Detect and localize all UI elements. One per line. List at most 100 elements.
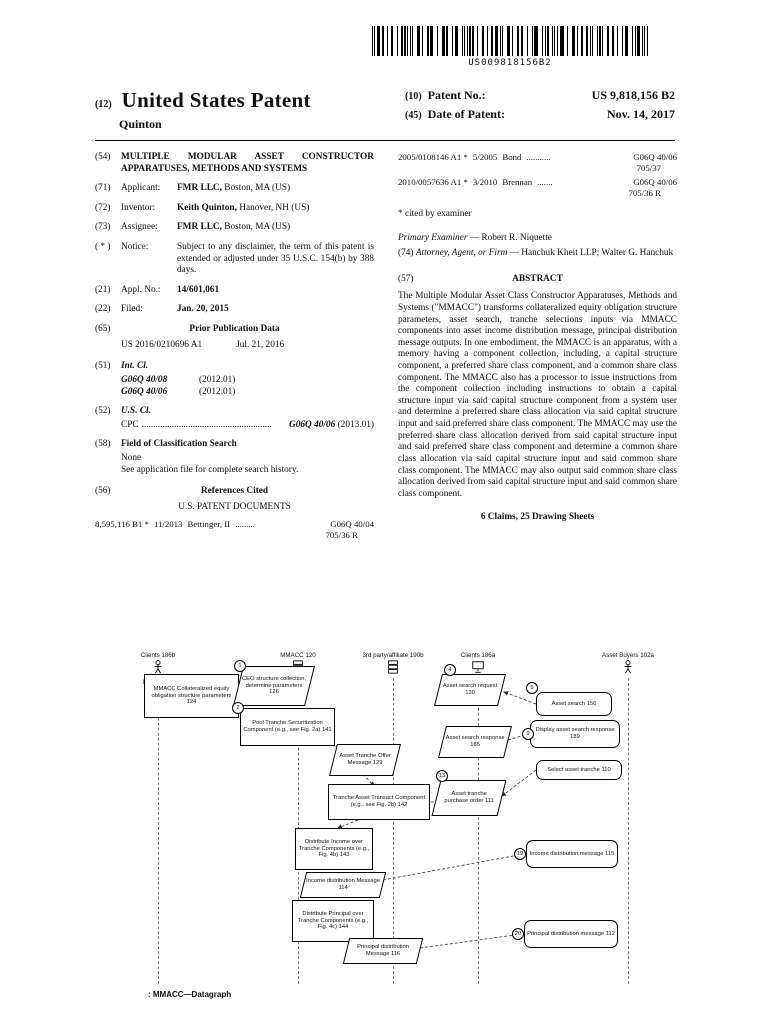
field-52-us-cl: (52) U.S. Cl. CPC ......................… xyxy=(95,406,374,431)
int-cl-heading: Int. Cl. xyxy=(121,361,149,372)
node-ceo-structure-params: MMACC Collateralized equity obligation s… xyxy=(144,674,239,718)
ref-name: Brennan xyxy=(502,176,533,187)
attorney-value: — Hanchuk Kheit LLP; Walter G. Hanchuk xyxy=(509,248,674,259)
prior-pub-heading-row: (65) Prior Publication Data xyxy=(95,324,374,336)
patent-no-value: US 9,818,156 B2 xyxy=(591,88,675,102)
int-cl-heading-row: (51) Int. Cl. xyxy=(95,361,374,373)
attorney-row: (74) Attorney, Agent, or Firm — Hanchuk … xyxy=(398,248,677,260)
cpc-class: G06Q 40/06 xyxy=(289,419,336,430)
person-icon xyxy=(154,660,162,674)
ref-dots: ......... xyxy=(235,519,255,530)
ref-class: G06Q 40/04 xyxy=(330,519,374,530)
header-right: (10) Patent No.: US 9,818,156 B2 (45) Da… xyxy=(405,88,675,132)
ref-class: G06Q 40/06 xyxy=(633,176,677,187)
us-cl-heading: U.S. Cl. xyxy=(121,406,151,417)
examiner-label: Primary Examiner xyxy=(398,232,468,243)
left-column: (54) MULTIPLE MODULAR ASSET CONSTRUCTOR … xyxy=(95,152,374,646)
search-heading: Field of Classification Search xyxy=(121,439,237,450)
filed-value: Jan. 20, 2015 xyxy=(177,304,229,315)
cpc-year: (2013.01) xyxy=(337,419,374,430)
assignee-location: Boston, MA (US) xyxy=(224,222,291,233)
int-cl-row-2: G06Q 40/06 (2012.01) xyxy=(95,387,374,399)
node-select-asset-tranche: Select asset tranche 110 xyxy=(536,760,622,780)
abstract-heading-row: (57) ABSTRACT xyxy=(398,274,677,286)
node-asset-search: Asset search 156 xyxy=(536,692,612,716)
node-income-message-received: Income distribution message 115 xyxy=(526,840,618,868)
ref-class: G06Q 40/06 xyxy=(633,152,677,162)
node-pool-tranche-component: Pool Tranche Securitization Component (e… xyxy=(240,708,335,746)
field-71-applicant: (71) Applicant: FMR LLC, Boston, MA (US) xyxy=(95,183,374,195)
ref-pub-number: 2005/0108146 A1 * xyxy=(398,152,468,162)
field-73-num: (73) xyxy=(95,222,111,233)
field-74-num: (74) xyxy=(398,248,414,259)
ref-name: Bettinger, II xyxy=(187,519,231,530)
claims-drawing-sheets: 6 Claims, 25 Drawing Sheets xyxy=(480,512,595,523)
search-line-2: See application file for complete search… xyxy=(121,464,299,475)
page-title: United States Patent xyxy=(121,88,311,112)
field-52-num: (52) xyxy=(95,406,111,417)
field-58-num: (58) xyxy=(95,439,111,450)
actor-label: Asset Buyers 102a xyxy=(602,652,654,659)
header-left: (12) United States Patent Quinton xyxy=(95,88,311,132)
invention-title: MULTIPLE MODULAR ASSET CONSTRUCTOR APPAR… xyxy=(121,152,374,174)
server-icon xyxy=(388,660,398,674)
applicant-value: FMR LLC, Boston, MA (US) xyxy=(177,183,374,195)
assignee-name: FMR LLC, xyxy=(177,222,222,233)
inventor-value: Keith Quinton, Hanover, NH (US) xyxy=(177,203,374,215)
reference-row: 2010/0057636 A1 * 3/2010 Brennan .......… xyxy=(398,177,677,188)
figure-datagraph: Clients 186b Issuer 102b MMACC 120 3rd p… xyxy=(138,652,668,1014)
ref-dots: ........... xyxy=(526,152,551,162)
inventor-name: Keith Quinton, xyxy=(177,202,237,213)
ref-name: Bond xyxy=(502,152,522,162)
int-cl-class-2: G06Q 40/06 xyxy=(121,386,168,397)
node-income-distribution-message: Income distribution Message 114 xyxy=(299,872,387,898)
bibliographic-columns: (54) MULTIPLE MODULAR ASSET CONSTRUCTOR … xyxy=(95,152,677,646)
header-divider xyxy=(95,140,675,141)
actor-label: Clients 186a xyxy=(460,652,496,659)
node-asset-tranche-offer-message: Asset Tranche Offer Message 129 xyxy=(329,744,401,776)
actor-third-party: 3rd party/affiliate 190b xyxy=(350,652,436,680)
field-notice: ( * ) Notice: Subject to any disclaimer,… xyxy=(95,242,374,277)
field-45-num: (45) xyxy=(405,110,422,121)
lifeline-third-party xyxy=(393,678,394,984)
prior-pub-date: Jul. 21, 2016 xyxy=(236,339,285,350)
ref-date: 5/2005 xyxy=(472,152,498,162)
inventor-label: Inventor: xyxy=(121,202,156,213)
field-58-search: (58) Field of Classification Search None… xyxy=(95,439,374,476)
node-principal-message-received: Principal distribution message 112 xyxy=(524,920,618,948)
reference-row: 8,595,116 B1 * 11/2013 Bettinger, II ...… xyxy=(95,519,374,530)
int-cl-row-1: G06Q 40/08 (2012.01) xyxy=(95,375,374,387)
references-heading: References Cited xyxy=(200,486,269,497)
ref-class-2: 705/37 xyxy=(636,162,661,173)
prior-pub-number: US 2016/0210696 A1 xyxy=(121,339,203,350)
us-cl-cpc-row: CPC ....................................… xyxy=(95,420,374,432)
node-structure-collection: CEO structure collection, determine para… xyxy=(233,666,315,706)
figure-caption: : MMACC—Datagraph xyxy=(148,990,232,999)
field-57-num: (57) xyxy=(398,273,414,284)
step-circle: 20 xyxy=(512,928,524,940)
barcode-text: US009818156B2 xyxy=(468,58,552,68)
actor-label: 3rd party/affiliate 190b xyxy=(362,652,424,659)
lifeline-asset-buyers xyxy=(628,678,629,984)
field-56-num: (56) xyxy=(95,486,111,497)
attorney-label: Attorney, Agent, or Firm xyxy=(415,248,508,259)
cited-by-examiner: * cited by examiner xyxy=(398,208,472,219)
actor-label: MMACC 120 xyxy=(280,652,316,659)
actor-clients: Clients 186a xyxy=(435,652,521,680)
applicant-location: Boston, MA (US) xyxy=(224,183,291,194)
applicant-name: FMR LLC, xyxy=(177,183,222,194)
ref-date: 11/2013 xyxy=(153,519,183,530)
field-51-int-cl: (51) Int. Cl. G06Q 40/08 (2012.01) G06Q … xyxy=(95,361,374,398)
step-circle: 13 xyxy=(436,770,448,782)
inventor-location: Hanover, NH (US) xyxy=(239,202,310,213)
field-72-inventor: (72) Inventor: Keith Quinton, Hanover, N… xyxy=(95,203,374,215)
inventor-surname: Quinton xyxy=(119,117,162,131)
step-circle: 19 xyxy=(514,848,526,860)
prior-pub-line: US 2016/0210696 A1 Jul. 21, 2016 xyxy=(95,340,374,352)
references-heading-row: (56) References Cited xyxy=(95,486,374,498)
ref-class-2: 705/36 R xyxy=(628,187,661,198)
appl-no-label: Appl. No.: xyxy=(121,284,161,295)
lifeline-clients xyxy=(478,678,479,984)
person-icon xyxy=(624,660,632,674)
